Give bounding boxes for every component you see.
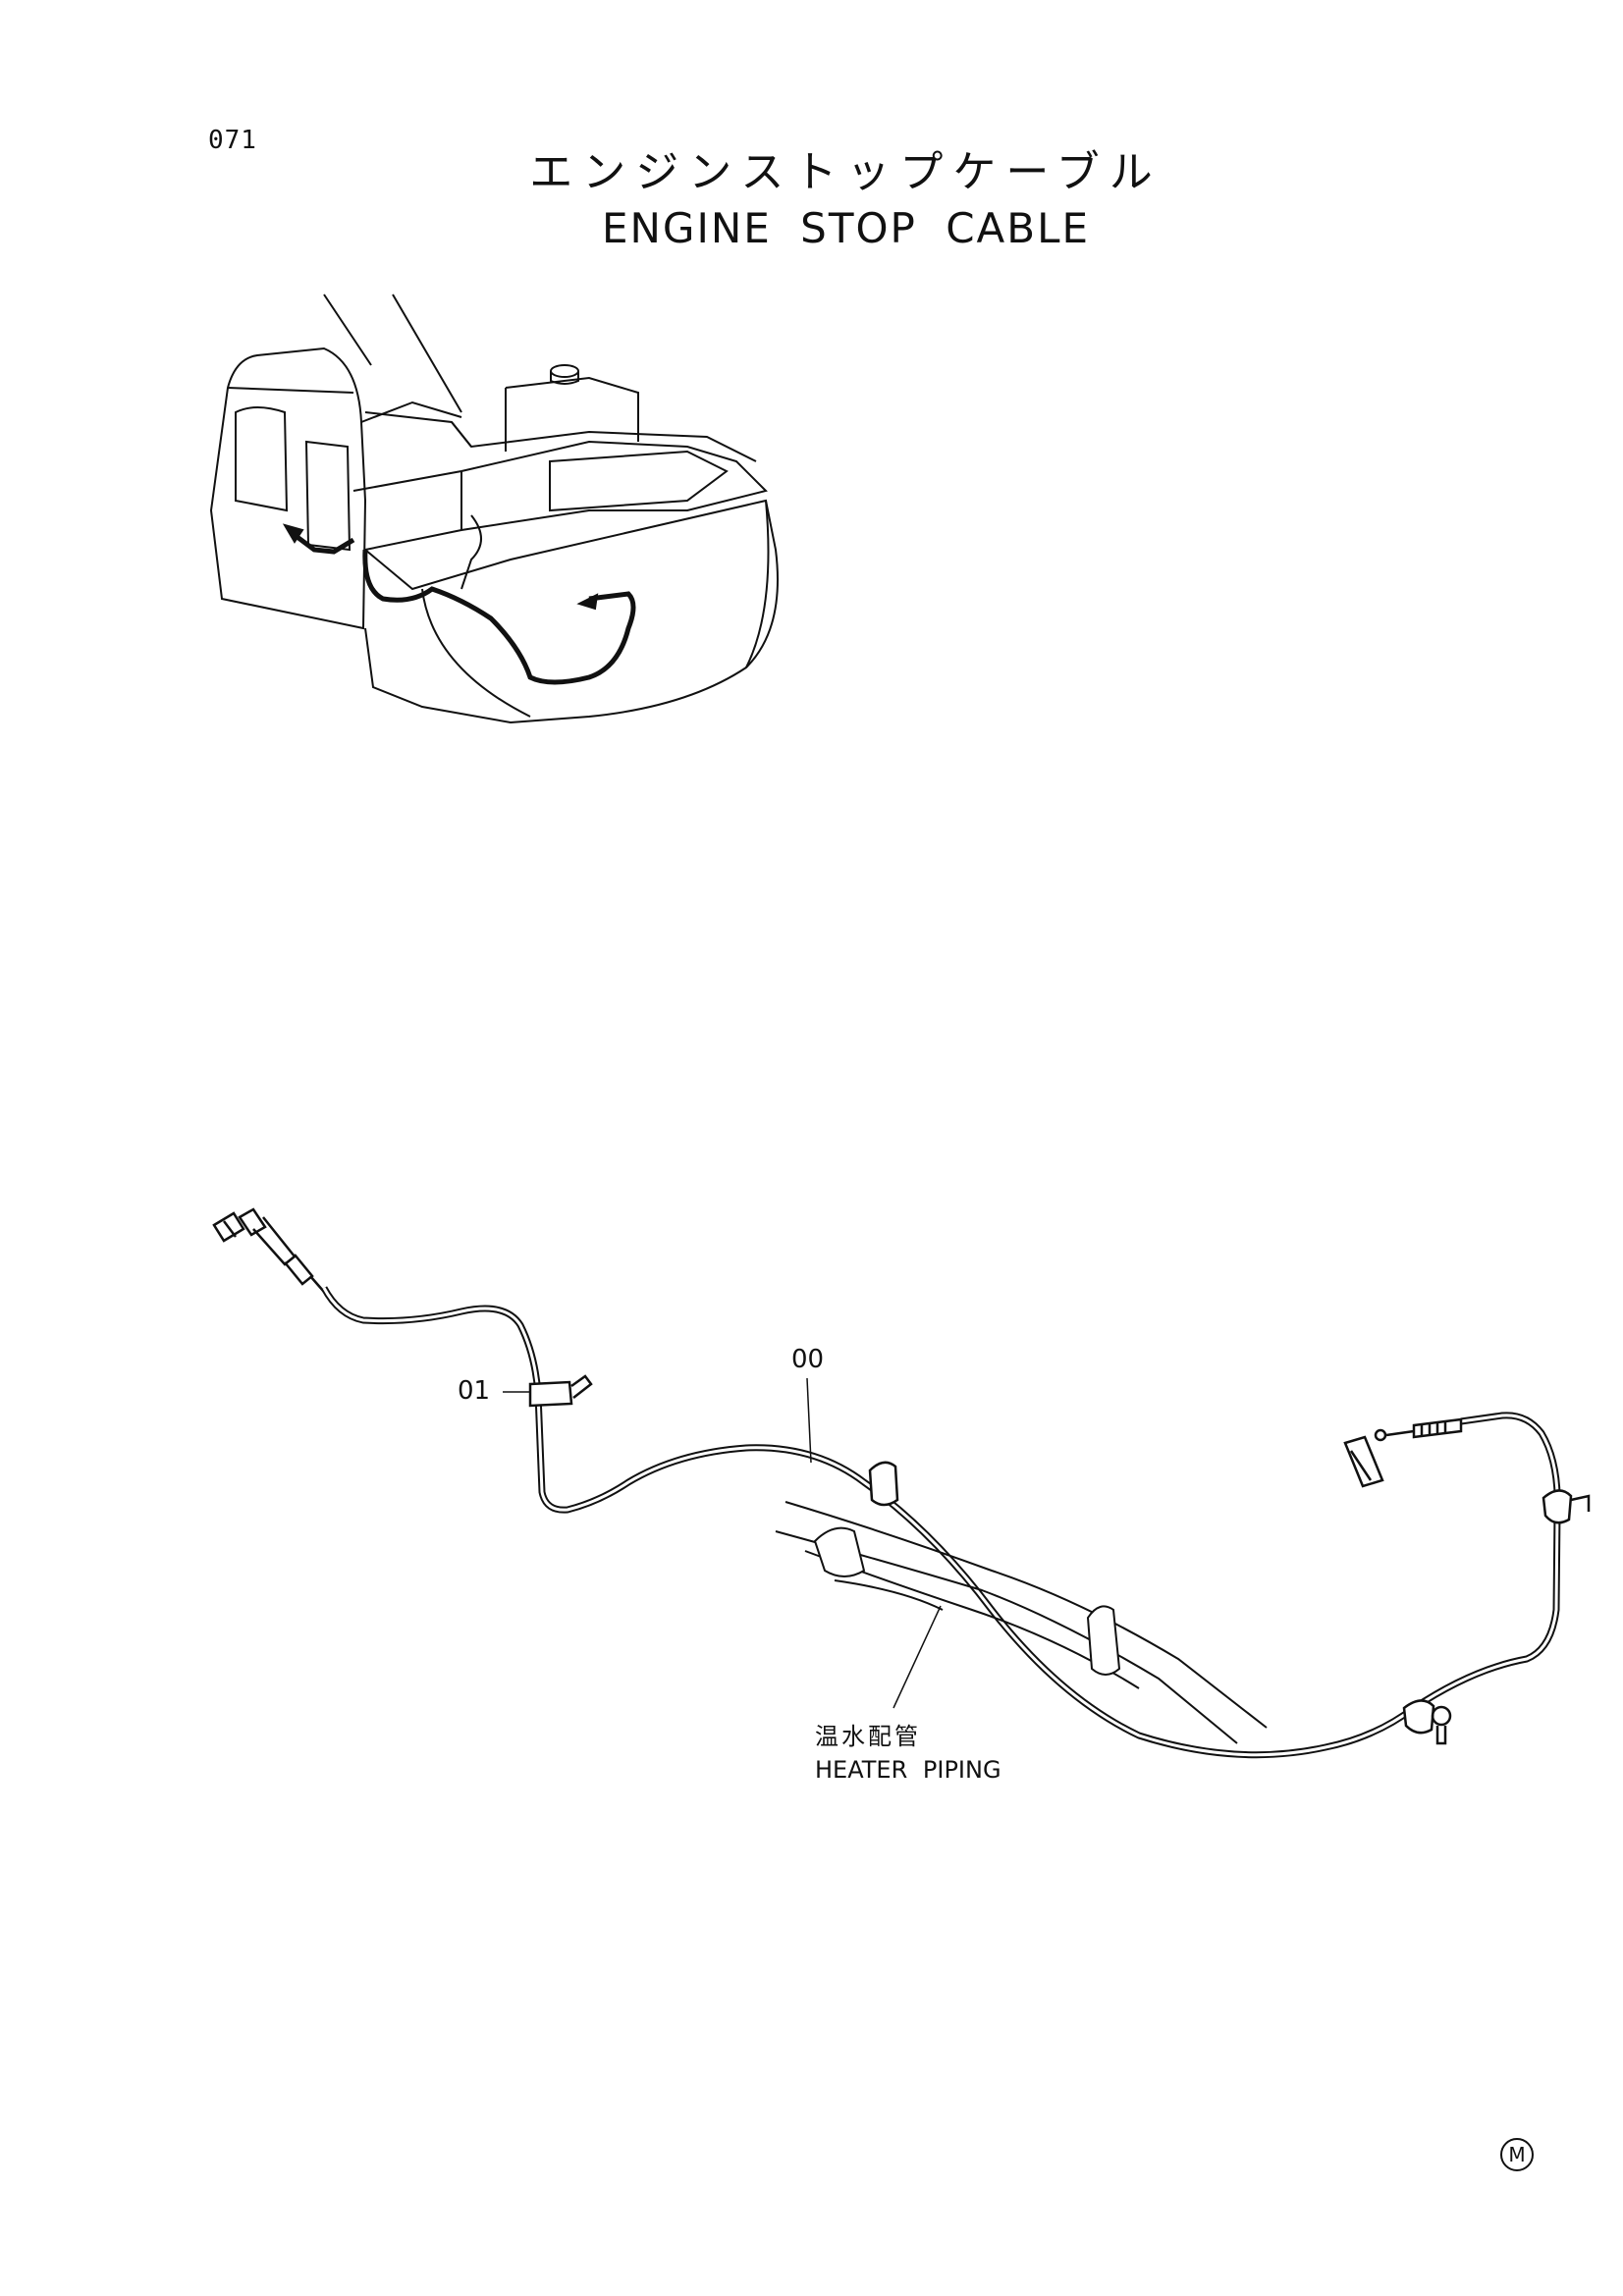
engine-stop-cable — [320, 1286, 1561, 1759]
heater-piping-label: 温水配管 HEATER PIPING — [815, 1720, 1001, 1787]
cable-clamp-right-lower — [1402, 1699, 1452, 1745]
cable-clamp-01 — [528, 1374, 593, 1408]
leader-line-heater — [893, 1605, 942, 1709]
heater-piping-label-english: HEATER PIPING — [815, 1756, 1001, 1784]
right-cable-end-fitting — [1343, 1417, 1463, 1488]
left-cable-end-fitting — [212, 1207, 325, 1293]
cable-clamp-mid — [868, 1461, 899, 1507]
m-marker-symbol: M — [1500, 2138, 1534, 2171]
machine-overview-illustration — [209, 294, 779, 724]
cable-assembly-diagram — [212, 1207, 1591, 1759]
heater-piping — [775, 1501, 1268, 1744]
title-block: エンジンストップケーブル ENGINE STOP CABLE — [0, 145, 1623, 257]
title-japanese: エンジンストップケーブル — [529, 147, 1163, 197]
callout-part-01: 01 — [458, 1376, 491, 1406]
title-english: ENGINE STOP CABLE — [601, 204, 1091, 252]
callout-part-00: 00 — [791, 1345, 825, 1374]
page-number: 071 — [208, 126, 257, 155]
cable-clamp-right-upper — [1542, 1489, 1591, 1524]
leader-line-00 — [806, 1377, 812, 1464]
heater-piping-label-japanese: 温水配管 — [815, 1723, 921, 1750]
